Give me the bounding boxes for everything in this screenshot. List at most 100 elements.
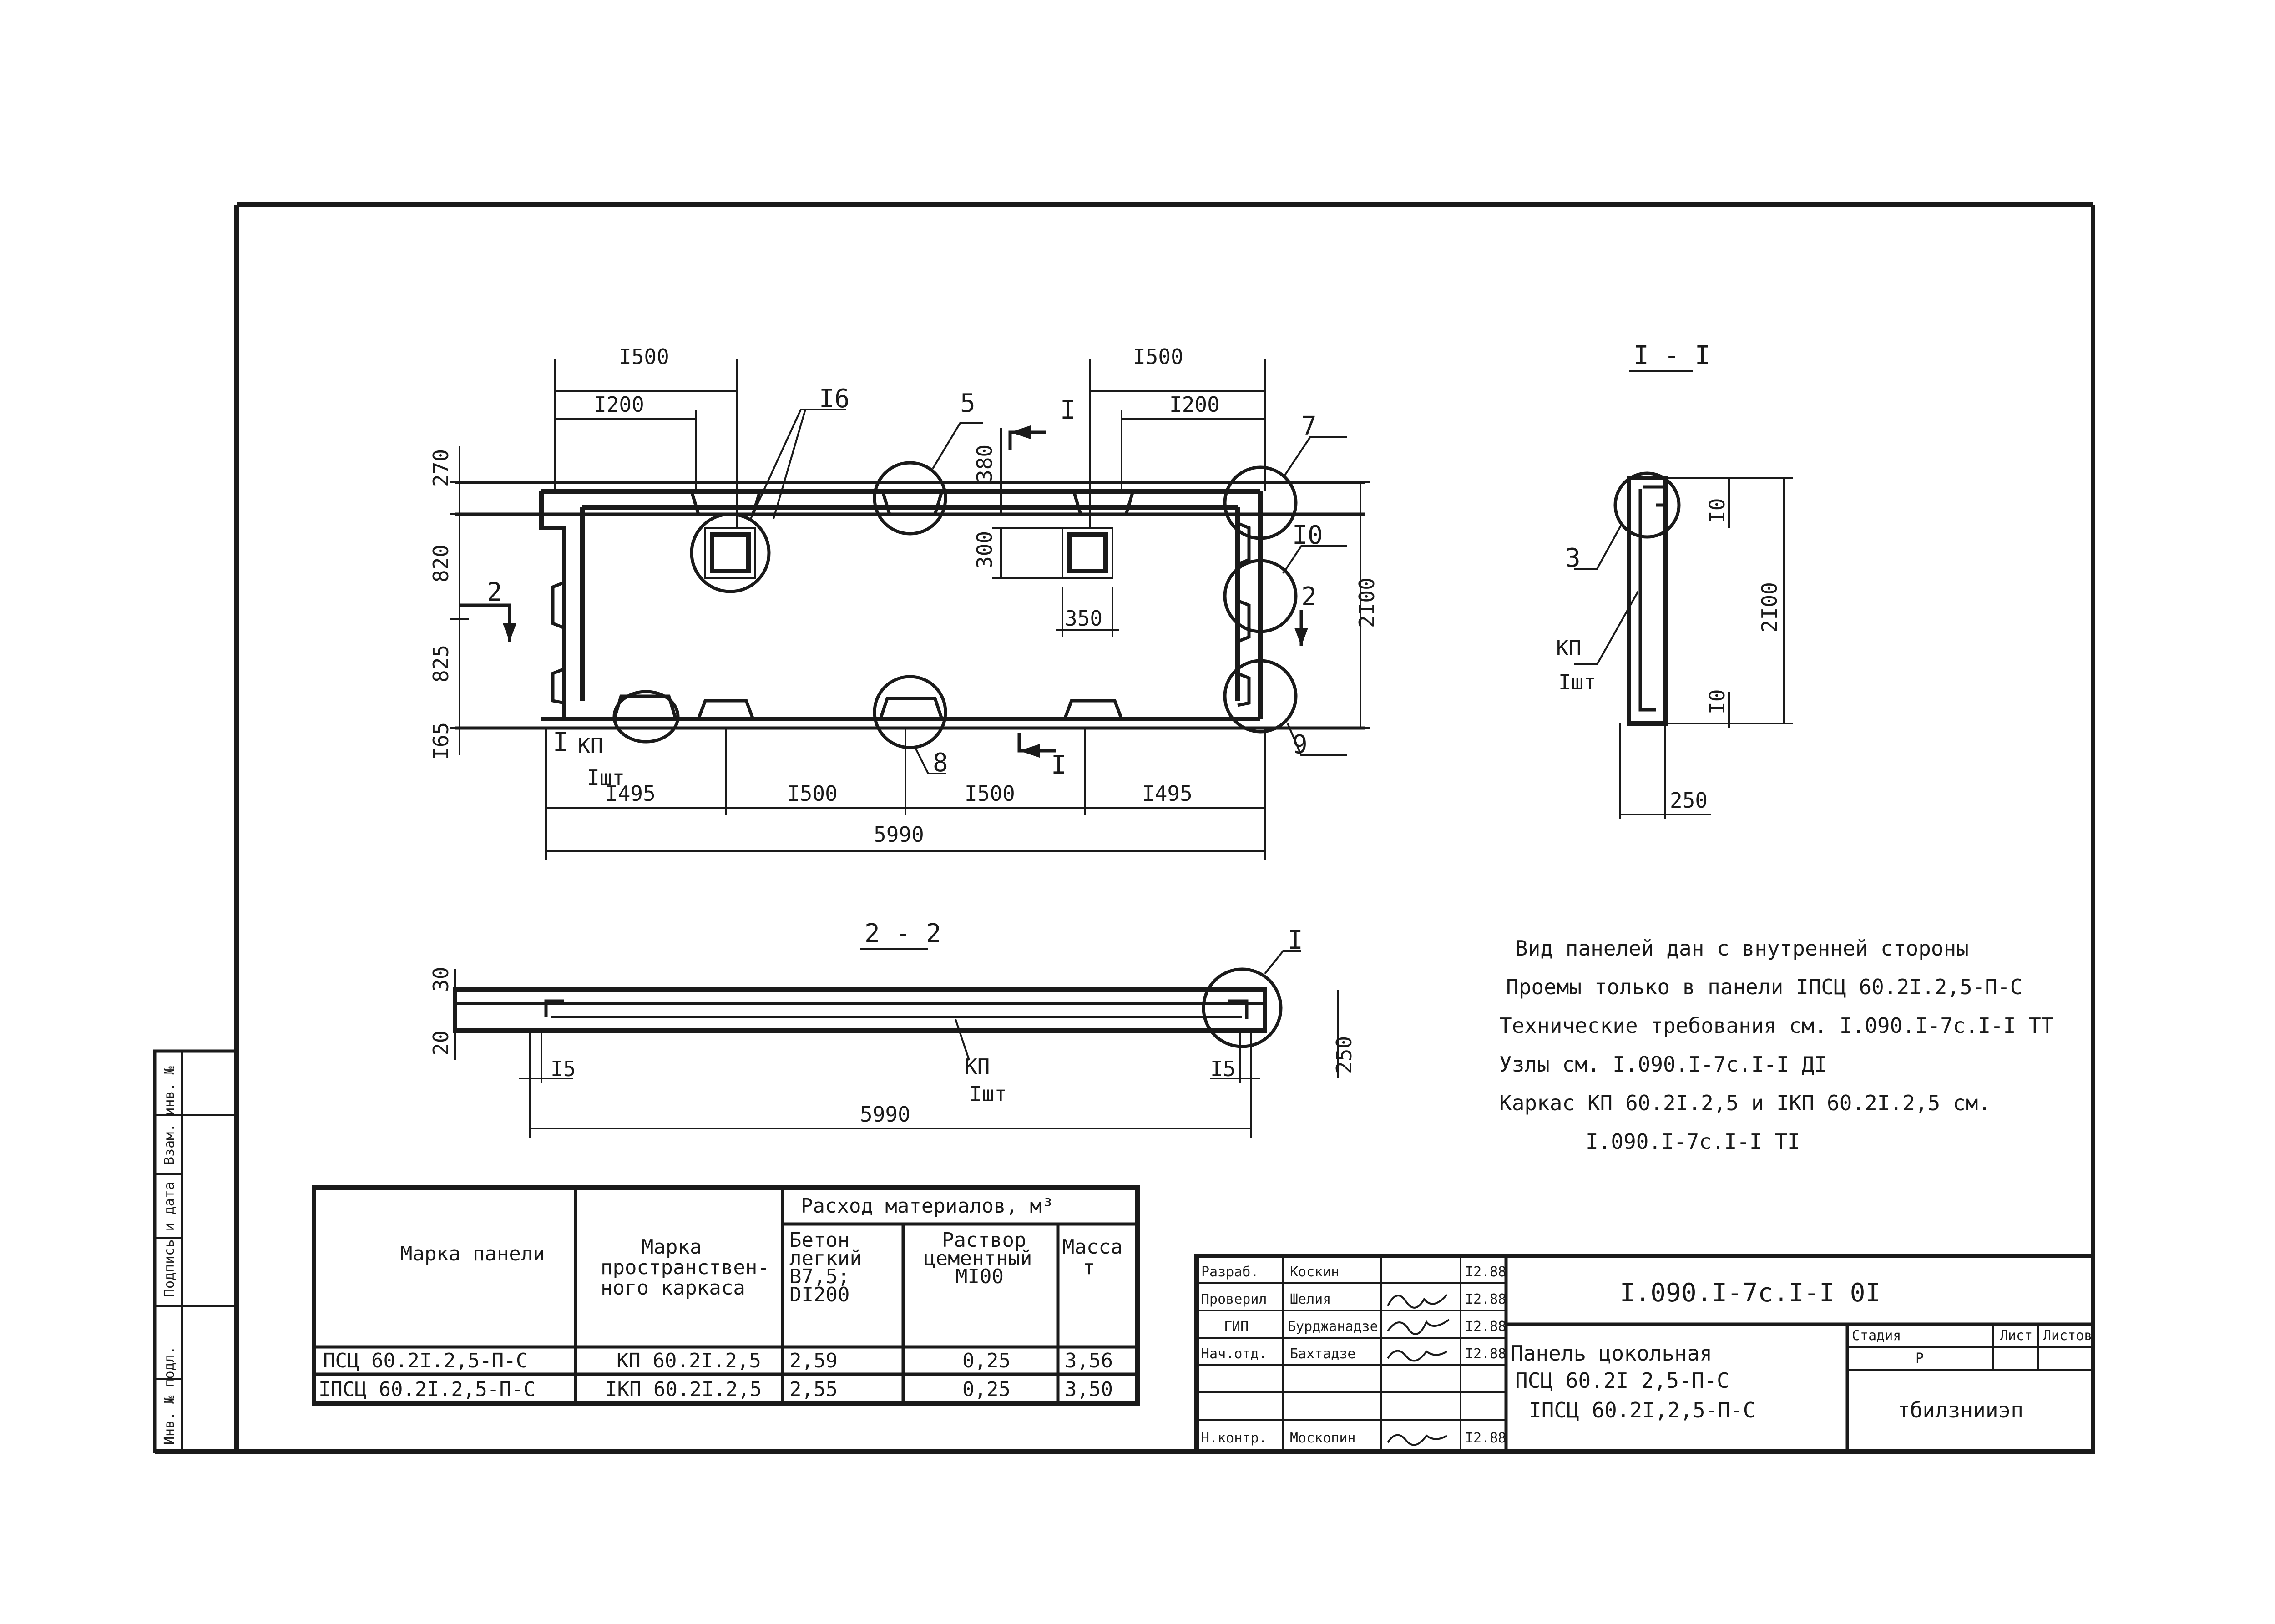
name-2: Шелия xyxy=(1290,1291,1331,1307)
row-1-mortar: 0,25 xyxy=(962,1349,1011,1372)
th-frame-2: пространствен- xyxy=(601,1256,769,1279)
section-2-frame-qty: Iшт xyxy=(969,1082,1007,1106)
signature-1 xyxy=(1387,1294,1448,1309)
section-1-frame-label: КП xyxy=(1556,636,1581,660)
note-3: Технические требования см. I.090.I-7с.I-… xyxy=(1499,1013,2054,1038)
name-3: Бурджанадзе xyxy=(1288,1319,1378,1335)
th-concrete-2: легкий xyxy=(789,1247,862,1270)
section-2-dim-20: 20 xyxy=(429,1031,453,1056)
date-1: I2.88 xyxy=(1465,1264,1506,1280)
th-frame-1: Марка xyxy=(642,1235,702,1259)
notes: Вид панелей дан с внутренней стороны Про… xyxy=(1499,936,2054,1154)
date-3: I2.88 xyxy=(1465,1319,1506,1335)
note-4: Узлы см. I.090.I-7с.I-I ДI xyxy=(1499,1052,1827,1077)
row-1-frame: КП 60.2I.2,5 xyxy=(617,1349,761,1372)
th-mass-2: т xyxy=(1083,1256,1095,1279)
dim-left-270: 270 xyxy=(429,449,453,487)
callout-9: 9 xyxy=(1292,730,1308,759)
dim-bottom-1500-b: I500 xyxy=(965,781,1015,806)
th-concrete-3: В7,5; xyxy=(789,1265,849,1288)
date-7: I2.88 xyxy=(1465,1430,1506,1446)
row-2-mark: IПСЦ 60.2I.2,5-П-С xyxy=(318,1378,536,1401)
section-2-dim-30: 30 xyxy=(429,967,453,992)
th-mass-1: Масса xyxy=(1062,1235,1122,1259)
document-code: I.090.I-7с.I-I 0I xyxy=(1620,1278,1881,1308)
dim-bottom-1500-a: I500 xyxy=(787,781,838,806)
dim-left-820: 820 xyxy=(429,545,453,582)
stamp-inv: Инв. № подл. xyxy=(162,1346,177,1445)
dim-left-165: I65 xyxy=(429,722,453,760)
th-mortar-3: МI00 xyxy=(956,1265,1004,1288)
drawing-title-2: ПСЦ 60.2I 2,5-П-С xyxy=(1515,1368,1729,1393)
dim-right-2100: 2I00 xyxy=(1355,577,1379,628)
dim-bottom-1495-right: I495 xyxy=(1142,781,1193,806)
role-4: Нач.отд. xyxy=(1201,1346,1267,1362)
row-2-frame: IКП 60.2I.2,5 xyxy=(605,1378,762,1401)
dim-top-1500-right: I500 xyxy=(1133,344,1183,369)
section-mark-1-left: I xyxy=(553,728,568,757)
frame-label-kp: КП xyxy=(578,734,603,758)
section-1-dim-250: 250 xyxy=(1670,788,1708,813)
callout-7: 7 xyxy=(1301,411,1317,441)
main-view: I500 I200 I500 I200 270 820 825 I65 380 … xyxy=(429,344,1379,860)
section-2-dim-5990: 5990 xyxy=(860,1102,910,1127)
th-panel-mark: Марка панели xyxy=(400,1242,545,1265)
section-1-dim-2100: 2I00 xyxy=(1757,582,1782,632)
role-2: Проверил xyxy=(1201,1291,1267,1307)
dim-inner-300: 300 xyxy=(972,531,997,569)
section-mark-2-right: 2 xyxy=(1301,582,1317,612)
callout-8: 8 xyxy=(933,748,948,778)
drawing-title-1: Панель цокольная xyxy=(1511,1341,1712,1366)
name-7: Москопин xyxy=(1290,1430,1356,1446)
section-1-frame-qty: Iшт xyxy=(1558,670,1596,694)
section-mark-1-bottom: I xyxy=(1051,750,1067,780)
section-1-dim-10-bottom: I0 xyxy=(1705,689,1729,714)
note-6: I.090.I-7с.I-I ТI xyxy=(1586,1129,1800,1154)
stage-header: Стадия xyxy=(1852,1328,1901,1344)
side-stamp: Инв. № подл. Подпись и дата Взам. инв. № xyxy=(153,1049,238,1453)
note-2: Проемы только в панели IПСЦ 60.2I.2,5-П-… xyxy=(1506,975,2022,999)
callout-5: 5 xyxy=(960,389,976,418)
role-7: Н.контр. xyxy=(1201,1430,1267,1446)
section-2-dim-15-right: I5 xyxy=(1210,1057,1235,1081)
section-2-arrow-right xyxy=(1294,628,1308,646)
title-block: Разраб. Проверил ГИП Нач.отд. Н.контр. К… xyxy=(1194,1254,2095,1454)
section-2-2: 2 - 2 I КП Iшт 30 20 250 I5 I5 5990 xyxy=(429,919,1356,1138)
section-mark-2-left: 2 xyxy=(487,577,502,607)
date-2: I2.88 xyxy=(1465,1291,1506,1307)
section-mark-1-top: I xyxy=(1060,395,1076,425)
date-4: I2.88 xyxy=(1465,1346,1506,1362)
row-1-mark: ПСЦ 60.2I.2,5-П-С xyxy=(323,1349,528,1372)
section-2-title: 2 - 2 xyxy=(864,919,941,948)
row-2-mass: 3,50 xyxy=(1065,1378,1113,1401)
row-2-concrete: 2,55 xyxy=(789,1378,838,1401)
dim-inner-380: 380 xyxy=(972,445,997,482)
spec-table: Марка панели Марка пространствен- ного к… xyxy=(312,1185,1140,1406)
section-1-title: I - I xyxy=(1633,341,1710,370)
signature-3 xyxy=(1387,1350,1448,1362)
frame-label-qty: Iшт xyxy=(587,765,625,790)
dim-bottom-1495-left: I495 xyxy=(605,781,656,806)
dim-total-5990: 5990 xyxy=(874,822,924,847)
note-1: Вид панелей дан с внутренней стороны xyxy=(1515,936,1969,961)
sheets-header: Листов xyxy=(2043,1328,2092,1344)
callout-16: I6 xyxy=(819,384,849,414)
callout-10: I0 xyxy=(1292,521,1323,550)
role-3: ГИП xyxy=(1224,1319,1249,1335)
th-mortar-2: цементный xyxy=(924,1247,1032,1270)
section-2-frame-label: КП xyxy=(965,1054,990,1079)
th-concrete-1: Бетон xyxy=(789,1229,849,1252)
section-2-dim-15-left: I5 xyxy=(551,1057,576,1081)
stage-value: Р xyxy=(1916,1351,1924,1366)
row-2-mortar: 0,25 xyxy=(962,1378,1011,1401)
stamp-sign: Подпись и дата xyxy=(162,1182,177,1297)
signature-2 xyxy=(1387,1319,1450,1335)
note-5: Каркас КП 60.2I.2,5 и IКП 60.2I.2,5 см. xyxy=(1499,1091,1991,1115)
table-row: ПСЦ 60.2I.2,5-П-С КП 60.2I.2,5 2,59 0,25… xyxy=(323,1349,1113,1372)
th-mortar-1: Раствор xyxy=(942,1229,1026,1252)
th-group: Расход материалов, м³ xyxy=(801,1194,1054,1218)
organization: тбилзнииэп xyxy=(1897,1398,2023,1422)
name-1: Коскин xyxy=(1290,1264,1339,1280)
th-concrete-4: DI200 xyxy=(789,1283,849,1306)
